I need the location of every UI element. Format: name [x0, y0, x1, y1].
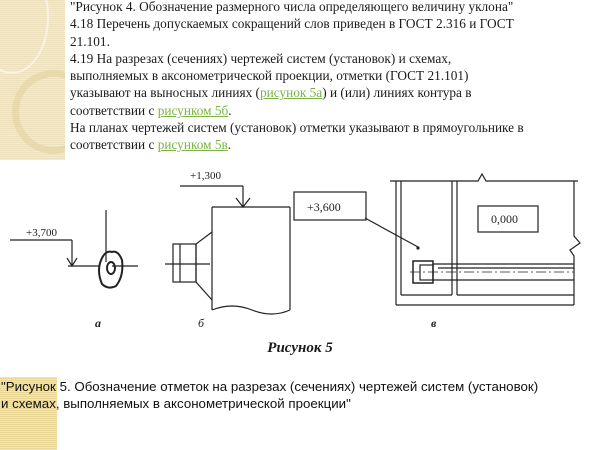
link-figure-5a[interactable]: рисунок 5а: [259, 85, 323, 101]
decorative-arc: [0, 0, 49, 74]
paragraph-4-18-line2: 21.101.: [70, 33, 110, 49]
panel-v-drawing: +3,600 0,000 в: [293, 172, 581, 330]
text-segment: .: [227, 137, 232, 153]
link-figure-5b[interactable]: рисунком 5б: [157, 102, 229, 118]
text-segment: соответствии с: [70, 137, 158, 153]
paragraph-plans-line2: соответствии с рисунком 5в.: [70, 136, 600, 153]
paragraph-4-19-line2: выполняемых в аксонометрической проекции…: [70, 68, 469, 84]
caption-line1: "Рисунок 5. Обозначение отметок на разре…: [1, 379, 539, 394]
paragraph-4-19-line3: указывают на выносных линиях (рисунок 5а…: [70, 84, 600, 101]
text-segment: ) и (или) линиях контура в: [322, 85, 472, 101]
figure4-caption: "Рисунок 4. Обозначение размерного числа…: [70, 0, 514, 14]
panel-label-a: а: [95, 316, 101, 330]
panel-a-drawing: +3,700 а: [10, 210, 138, 330]
caption-line2: и схемах, выполняемых в аксонометрическо…: [1, 396, 351, 411]
figure5-caption: "Рисунок 5. Обозначение отметок на разре…: [1, 378, 600, 412]
panel-label-v: в: [431, 316, 437, 330]
decorative-side-strip: [0, 377, 57, 450]
elevation-label-v: +3,600: [307, 200, 341, 214]
decorative-background-panel: [0, 0, 65, 160]
elevation-label-a: +3,700: [26, 227, 57, 239]
elevation-label-b: +1,300: [190, 170, 221, 182]
paragraph-plans-line1: На планах чертежей систем (установок) от…: [70, 120, 524, 136]
panel-label-b: б: [198, 316, 205, 330]
text-segment: соответствии с: [70, 102, 158, 118]
paragraph-4-18-line1: 4.18 Перечень допускаемых сокращений сло…: [70, 16, 514, 32]
text-segment: .: [228, 102, 232, 118]
document-body: "Рисунок 4. Обозначение размерного числа…: [70, 0, 600, 154]
panel-b-drawing: +1,300 б: [165, 170, 291, 330]
link-figure-5v[interactable]: рисунком 5в: [157, 137, 228, 153]
paragraph-4-19-line1: 4.19 На разрезах (сечениях) чертежей сис…: [70, 50, 452, 66]
figure-title: Рисунок 5: [267, 340, 333, 356]
decorative-ring: [12, 70, 65, 154]
figure-5-drawing: +3,700 а +1,300 б: [10, 170, 581, 330]
text-segment: указывают на выносных линиях (: [70, 85, 260, 101]
elevation-label-v-zero: 0,000: [491, 212, 518, 226]
paragraph-4-19-line4: соответствии с рисунком 5б.: [70, 102, 600, 119]
